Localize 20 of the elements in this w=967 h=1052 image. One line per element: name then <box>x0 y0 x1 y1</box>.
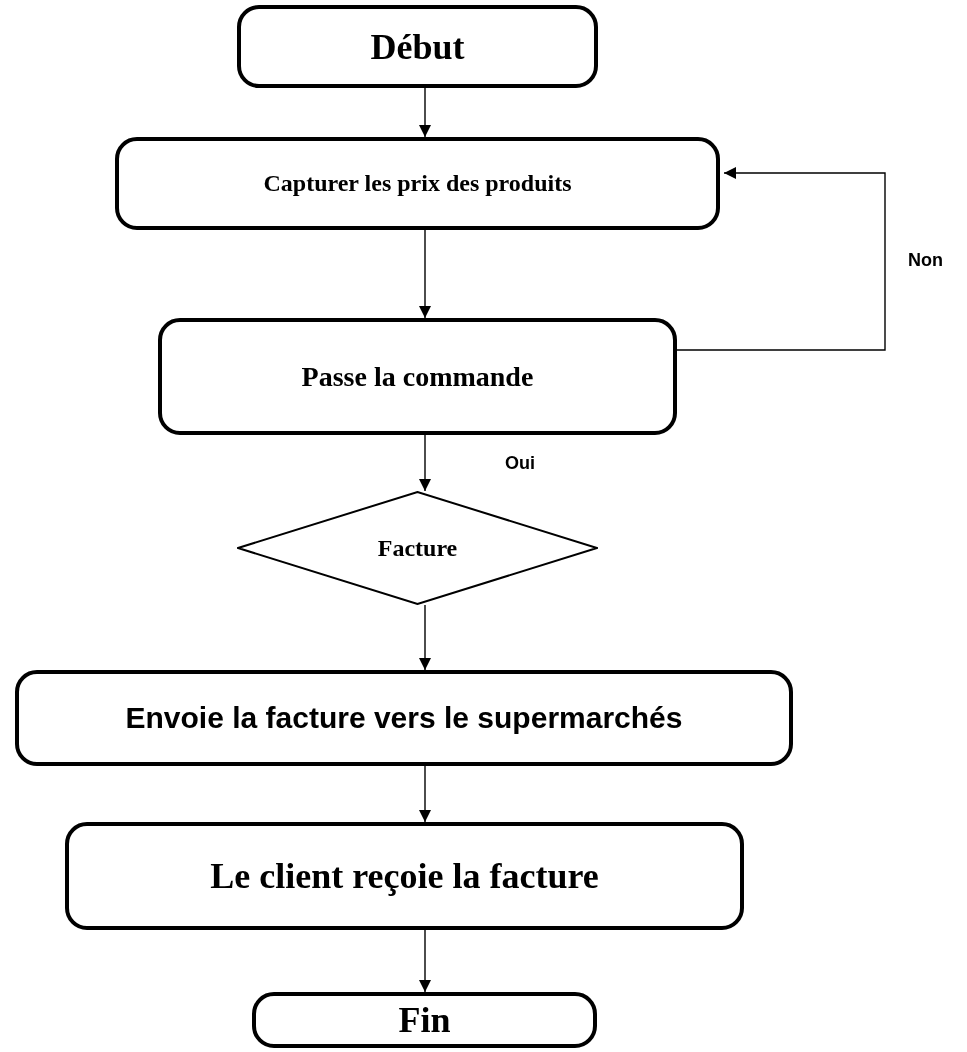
node-label: Début <box>370 25 465 68</box>
arrow <box>419 229 431 319</box>
arrow <box>419 87 431 138</box>
arrow <box>419 765 431 823</box>
node-label: Capturer les prix des produits <box>263 170 572 197</box>
node-label: Fin <box>398 999 451 1041</box>
process-box <box>237 5 598 88</box>
node-label: Le client reçoie la facture <box>210 855 599 897</box>
process-box <box>252 992 597 1048</box>
arrow <box>419 604 431 671</box>
process-box <box>65 822 744 930</box>
arrow <box>419 434 431 492</box>
node-label: Facture <box>377 534 458 562</box>
process-box <box>15 670 793 766</box>
arrow <box>676 167 886 351</box>
arrow <box>419 929 431 993</box>
node-label: Passe la commande <box>301 360 534 393</box>
process-box <box>115 137 720 230</box>
process-box <box>158 318 677 435</box>
node-label: Envoie la facture vers le supermarchés <box>125 701 683 735</box>
